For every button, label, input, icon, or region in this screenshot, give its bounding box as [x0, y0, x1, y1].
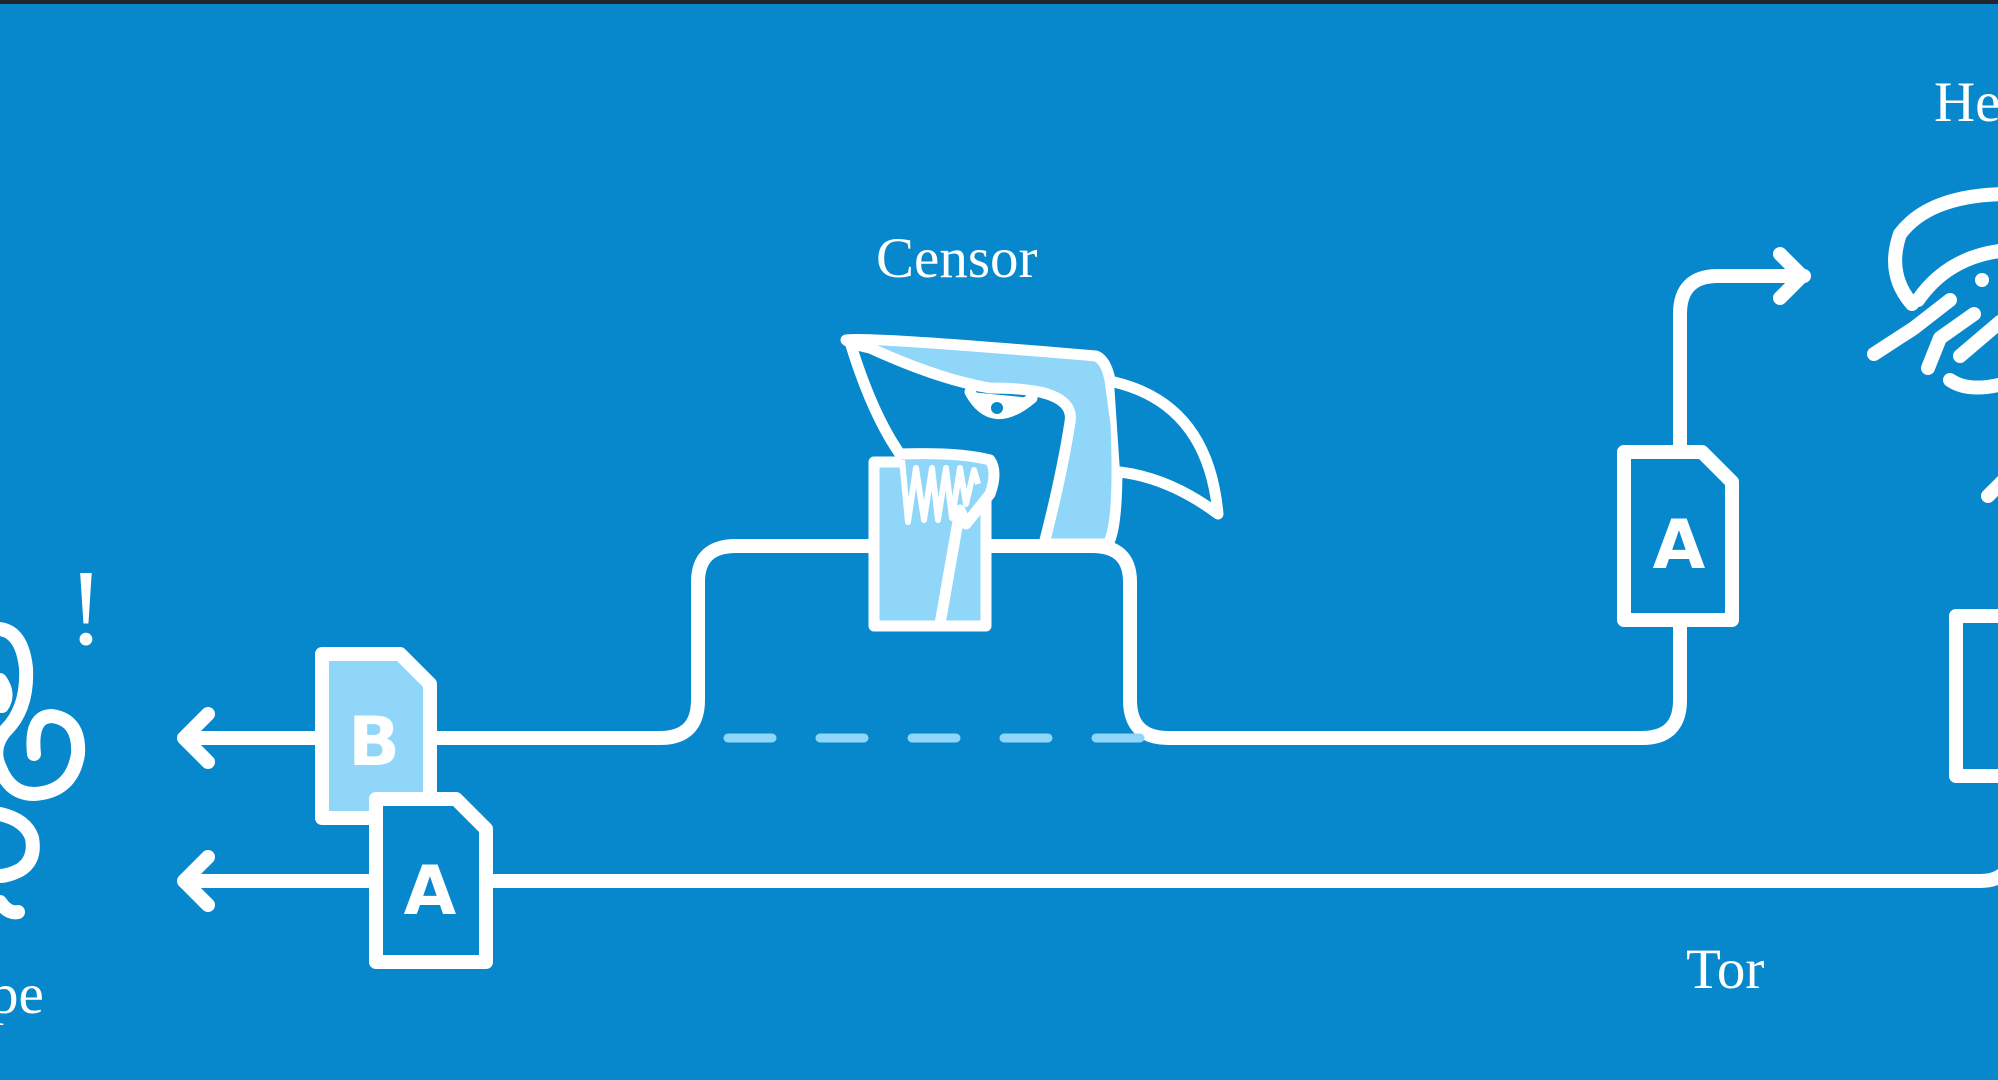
person-icon	[0, 629, 78, 912]
shark-eye	[991, 402, 1003, 414]
person-icon	[1874, 194, 1998, 496]
diagram-svg: ! B A A	[0, 4, 1998, 1080]
tor-label: Tor	[1686, 941, 1764, 998]
document-letter-b: B	[348, 703, 400, 782]
exclamation-mark: !	[68, 549, 104, 668]
helper-label: He	[1934, 74, 1998, 131]
document-letter-a: A	[404, 852, 457, 931]
document-letter-a: A	[1653, 506, 1706, 585]
censor-label: Censor	[876, 230, 1037, 287]
diagram-canvas: ! B A A	[0, 4, 1998, 1080]
document-icon	[1956, 616, 1998, 776]
document-icon: A	[1624, 452, 1732, 620]
document-icon: A	[376, 799, 486, 962]
user-label: pe	[0, 966, 44, 1023]
